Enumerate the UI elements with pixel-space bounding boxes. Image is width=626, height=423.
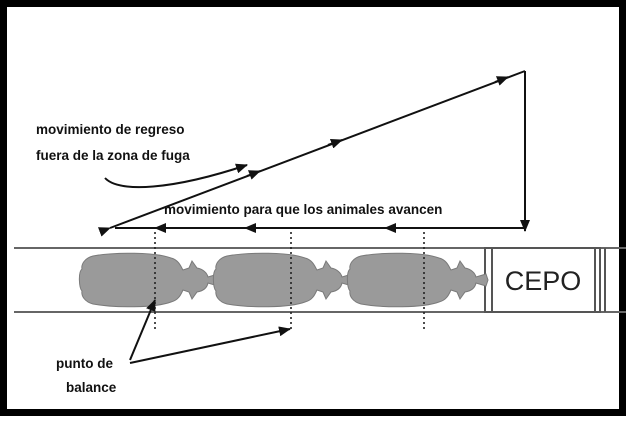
return-movement-label-line2: fuera de la zona de fuga — [36, 148, 190, 163]
return-movement-label-line1: movimiento de regreso — [36, 122, 185, 137]
chute-box: CEPO — [484, 247, 606, 313]
flight-zone-diagram: CEPO movimiento de regreso fue — [14, 70, 626, 395]
balance-point-label-line1: punto de — [56, 356, 113, 371]
balance-point-pointers — [129, 299, 291, 364]
animal — [346, 252, 489, 308]
advance-movement-label: movimiento para que los animales avancen — [164, 202, 442, 217]
return-label-pointer — [104, 163, 248, 189]
chute-box-label: CEPO — [505, 266, 582, 296]
return-movement-path — [97, 70, 530, 237]
balance-point-label-line2: balance — [66, 380, 117, 395]
balance-point-lines — [154, 232, 425, 329]
animal — [78, 252, 221, 308]
animal — [212, 252, 355, 308]
